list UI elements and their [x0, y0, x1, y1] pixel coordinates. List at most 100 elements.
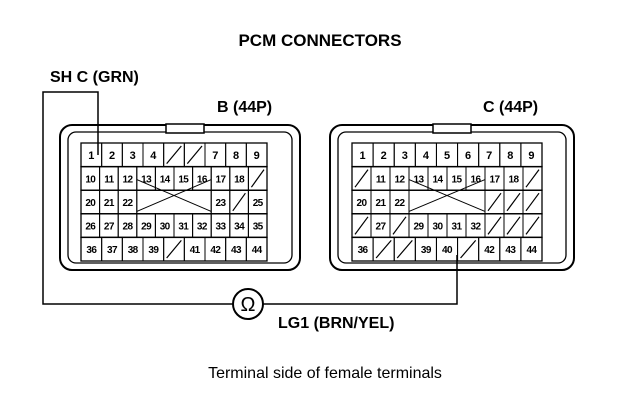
terminal-number: 3	[130, 150, 136, 162]
diagram-caption: Terminal side of female terminals	[208, 365, 442, 382]
terminal-number: 31	[452, 222, 463, 233]
terminal-number: 39	[148, 245, 159, 256]
terminal-number: 43	[505, 245, 516, 256]
terminal-number: 21	[104, 198, 115, 209]
terminal-number: 31	[178, 222, 189, 233]
terminal-number: 30	[160, 222, 171, 233]
empty-terminal-slash	[232, 192, 246, 212]
terminal-number: 29	[414, 222, 425, 233]
terminal-number: 26	[85, 222, 96, 233]
wire-sh-c-to-meter	[42, 91, 233, 305]
terminal-number: 12	[395, 174, 406, 185]
terminal-cell	[520, 236, 543, 262]
terminal-number: 16	[471, 174, 482, 185]
empty-terminal-slash	[525, 192, 540, 212]
terminal-number: 2	[381, 150, 387, 162]
terminal-number: 4	[150, 150, 157, 162]
empty-terminal-slash	[506, 192, 521, 212]
terminal-number: 35	[253, 222, 264, 233]
empty-terminal-slash	[525, 169, 540, 188]
terminal-number: 12	[123, 174, 134, 185]
terminal-number: 22	[123, 198, 134, 209]
empty-terminal-slash	[186, 145, 203, 164]
terminal-number: 27	[104, 222, 115, 233]
ohmmeter: Ω	[232, 288, 264, 320]
connector-b-label: B (44P)	[217, 99, 272, 116]
terminal-number: 33	[216, 222, 227, 233]
terminal-number: 18	[234, 174, 245, 185]
terminal-number: 42	[210, 245, 221, 256]
terminal-cell	[245, 236, 268, 262]
terminal-number: 27	[376, 222, 387, 233]
terminal-number: 34	[234, 222, 245, 233]
terminal-number: 11	[376, 174, 386, 185]
terminal-number: 23	[216, 198, 227, 209]
terminal-number: 40	[442, 245, 453, 256]
terminal-number: 20	[85, 198, 96, 209]
terminal-number: 21	[376, 198, 387, 209]
terminal-number: 3	[402, 150, 408, 162]
terminal-number: 25	[253, 198, 264, 209]
terminal-number: 16	[197, 174, 208, 185]
ohm-icon: Ω	[241, 294, 256, 316]
terminal-number: 7	[486, 150, 492, 162]
diagram-title: PCM CONNECTORS	[238, 31, 401, 50]
terminal-number: 43	[231, 245, 242, 256]
empty-terminal-slash	[392, 216, 407, 235]
terminal-number: 7	[212, 150, 218, 162]
terminal-number: 5	[444, 150, 450, 162]
wire-label-lg1: LG1 (BRN/YEL)	[278, 315, 394, 332]
terminal-number: 14	[433, 174, 444, 185]
terminal-number: 18	[509, 174, 520, 185]
empty-terminal-slash	[487, 192, 502, 212]
terminal-number: 44	[526, 245, 537, 256]
terminal-number: 17	[216, 174, 227, 185]
blocked-region-cross	[136, 179, 212, 212]
empty-terminal-slash	[460, 240, 477, 259]
wire-meter-to-lg1	[263, 255, 458, 305]
terminal-number: 44	[252, 245, 263, 256]
empty-terminal-slash	[166, 240, 182, 259]
connector-c-label: C (44P)	[483, 99, 538, 116]
empty-terminal-slash	[375, 240, 392, 259]
terminal-number: 9	[254, 150, 260, 162]
connector-c-latch	[432, 123, 472, 134]
ohmmeter-symbol	[232, 288, 264, 320]
terminal-number: 36	[86, 245, 97, 256]
terminal-number: 8	[507, 150, 513, 162]
terminal-number: 2	[109, 150, 115, 162]
terminal-number: 11	[104, 174, 114, 185]
terminal-number: 6	[465, 150, 471, 162]
terminal-number: 38	[128, 245, 139, 256]
terminal-number: 13	[141, 174, 152, 185]
terminal-number: 32	[471, 222, 482, 233]
empty-terminal-slash	[166, 145, 182, 164]
empty-terminal-slash	[354, 169, 369, 188]
empty-terminal-slash	[506, 216, 521, 235]
terminal-number: 20	[357, 198, 368, 209]
empty-terminal-slash	[250, 169, 265, 188]
terminal-number: 13	[414, 174, 425, 185]
terminal-number: 15	[452, 174, 463, 185]
terminal-number: 36	[358, 245, 369, 256]
terminal-number: 39	[421, 245, 432, 256]
empty-terminal-slash	[525, 216, 540, 235]
terminal-number: 9	[528, 150, 534, 162]
empty-terminal-slash	[354, 216, 369, 235]
blocked-region-cross	[408, 179, 486, 212]
empty-terminal-slash	[487, 216, 502, 235]
terminal-number: 42	[484, 245, 495, 256]
terminal-number: 14	[160, 174, 171, 185]
terminal-number: 4	[423, 150, 430, 162]
terminal-number: 1	[88, 150, 94, 162]
terminal-number: 28	[123, 222, 134, 233]
terminal-number: 8	[233, 150, 239, 162]
terminal-number: 22	[395, 198, 406, 209]
probe-wiring	[42, 91, 458, 305]
terminal-number: 41	[190, 245, 201, 256]
terminal-number: 15	[178, 174, 189, 185]
terminal-number: 32	[197, 222, 208, 233]
